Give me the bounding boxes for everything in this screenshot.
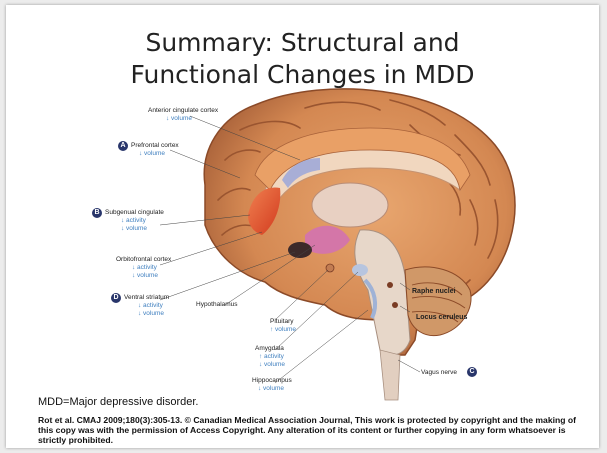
label-prefrontal: Prefrontal cortex ↓ volume <box>131 142 179 158</box>
raphe-name: Raphe nuclei <box>412 288 456 295</box>
subgenual-change-2: ↓ volume <box>105 225 164 233</box>
label-amygdala: Amygdala ↑ activity ↓ volume <box>255 345 285 369</box>
label-ventral-striatum: Ventral striatum ↓ activity ↓ volume <box>124 294 169 318</box>
label-locus: Locus ceruleus <box>416 314 467 322</box>
orbitofrontal-name: Orbitofrontal cortex <box>116 256 171 263</box>
hippocampus-change: ↓ volume <box>252 385 292 393</box>
label-orbitofrontal: Orbitofrontal cortex ↓ activity ↓ volume <box>116 256 171 280</box>
locus-name: Locus ceruleus <box>416 314 467 321</box>
label-raphe: Raphe nuclei <box>412 288 456 296</box>
subgenual-change-1: ↓ activity <box>105 217 164 225</box>
thalamus <box>312 183 388 227</box>
locus-dot <box>392 302 398 308</box>
ventral-striatum-change-1: ↓ activity <box>124 302 169 310</box>
vagus-name: Vagus nerve <box>421 369 457 376</box>
raphe-dot <box>387 282 393 288</box>
anterior-cingulate-name: Anterior cingulate cortex <box>148 107 218 114</box>
label-anterior-cingulate: Anterior cingulate cortex ↓ volume <box>148 107 218 123</box>
badge-b: B <box>92 208 102 218</box>
pituitary-name: Pituitary <box>270 318 293 325</box>
anterior-cingulate-change: ↓ volume <box>148 115 218 123</box>
ventral-striatum-region <box>288 242 312 258</box>
label-subgenual: Subgenual cingulate ↓ activity ↓ volume <box>105 209 164 233</box>
badge-c: C <box>467 367 477 377</box>
orbitofrontal-change-1: ↓ activity <box>116 264 171 272</box>
orbitofrontal-change-2: ↓ volume <box>116 272 171 280</box>
amygdala-change-1: ↑ activity <box>255 353 285 361</box>
label-pituitary: Pituitary ↑ volume <box>270 318 296 334</box>
ventral-striatum-name: Ventral striatum <box>124 294 169 301</box>
hippocampus-name: Hippocampus <box>252 377 292 384</box>
amygdala-change-2: ↓ volume <box>255 361 285 369</box>
footnote: MDD=Major depressive disorder. <box>38 396 198 408</box>
pituitary-change: ↑ volume <box>270 326 296 334</box>
spinal-cord <box>380 350 400 400</box>
label-hypothalamus: Hypothalamus <box>196 301 238 309</box>
badge-a: A <box>118 141 128 151</box>
hypothalamus-name: Hypothalamus <box>196 301 238 308</box>
ventral-striatum-change-2: ↓ volume <box>124 310 169 318</box>
citation: Rot et al. CMAJ 2009;180(3):305-13. © Ca… <box>38 415 583 445</box>
badge-d: D <box>111 293 121 303</box>
prefrontal-name: Prefrontal cortex <box>131 142 179 149</box>
prefrontal-change: ↓ volume <box>131 150 179 158</box>
label-hippocampus: Hippocampus ↓ volume <box>252 377 292 393</box>
amygdala-name: Amygdala <box>255 345 284 352</box>
amygdala-region <box>352 264 368 276</box>
label-vagus: Vagus nerve <box>421 369 457 377</box>
subgenual-name: Subgenual cingulate <box>105 209 164 216</box>
